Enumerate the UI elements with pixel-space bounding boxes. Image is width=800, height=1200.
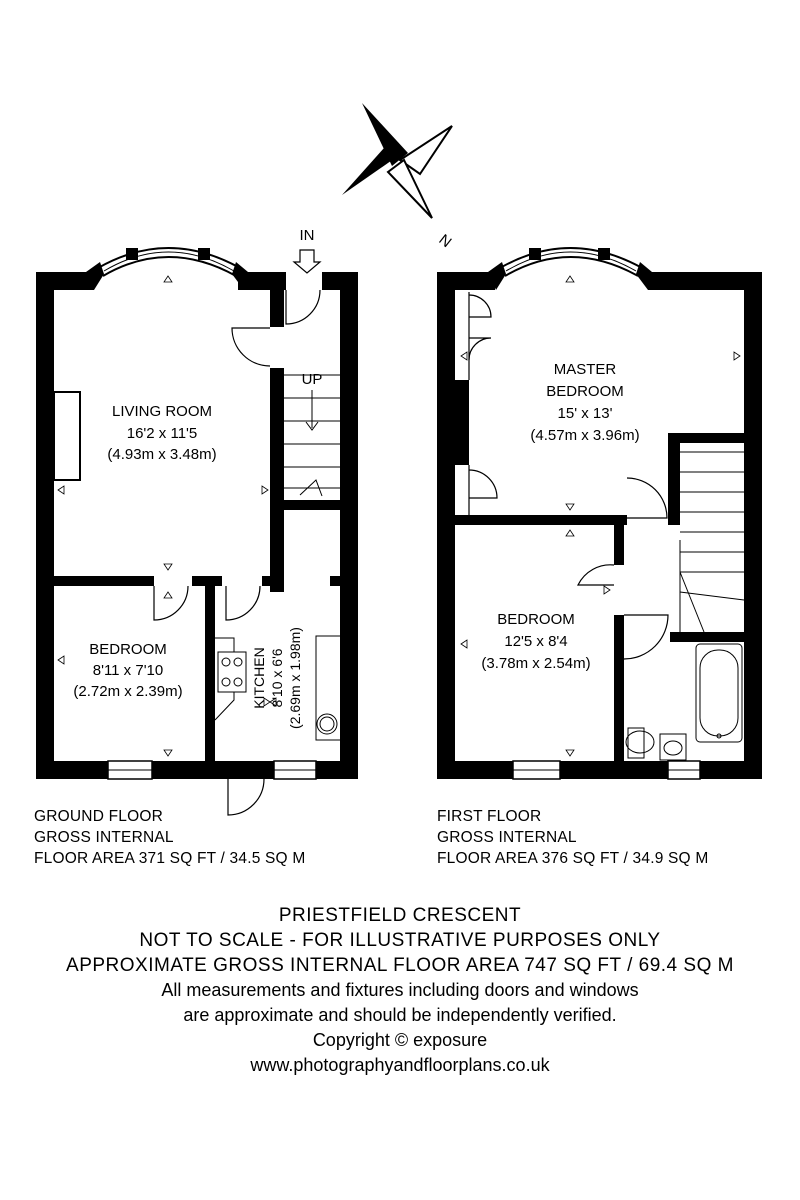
property-title: PRIESTFIELD CRESCENT [278,905,522,926]
stairs-first [679,451,745,633]
label-bedroom-ground-size: 8'11 x 7'10 [93,662,164,679]
wardrobe-doors [468,292,498,515]
plan-footer: PRIESTFIELD CRESCENT NOT TO SCALE - FOR … [0,903,800,1078]
label-master-bedroom-name-1: MASTER [554,361,617,378]
ground-floor-caption-line: GROUND FLOOR [34,808,163,825]
label-living-room-metric: (4.93m x 3.48m) [107,446,216,463]
ground-floor-caption-line: FLOOR AREA 371 SQ FT / 34.5 SQ M [34,850,306,867]
label-kitchen-metric: (2.69m x 1.98m) [287,627,303,729]
ground-floor-caption-line: GROSS INTERNAL [34,829,174,846]
first-floor-caption-line: GROSS INTERNAL [437,829,577,846]
ground-floor-walls [36,262,358,779]
ground-floor-caption: GROUND FLOOR GROSS INTERNAL FLOOR AREA 3… [34,806,305,869]
label-bedroom-ground-metric: (2.72m x 2.39m) [73,683,182,700]
first-floor-plan [437,247,762,780]
ground-floor-plan [36,247,358,816]
measurement-note: All measurements and fixtures including … [161,980,639,1000]
first-floor-walls [437,262,762,779]
label-living-room-name: LIVING ROOM [112,403,212,420]
label-bedroom-ground-name: BEDROOM [89,641,167,658]
website-link[interactable]: www.photographyandfloorplans.co.uk [250,1055,550,1075]
label-master-bedroom-size: 15' x 13' [558,405,613,422]
label-kitchen-size: 8'10 x 6'6 [269,648,285,707]
first-floor-caption-line: FLOOR AREA 376 SQ FT / 34.9 SQ M [437,850,709,867]
stairs-ground [284,374,340,497]
label-bedroom-first-name: BEDROOM [497,611,575,628]
measurement-note: are approximate and should be independen… [183,1005,617,1025]
compass-rose-icon [342,103,453,219]
scale-disclaimer: NOT TO SCALE - FOR ILLUSTRATIVE PURPOSES… [139,930,661,951]
label-entry-in: IN [300,227,315,244]
total-area: APPROXIMATE GROSS INTERNAL FLOOR AREA 74… [66,955,734,976]
marker-triangles-ground [57,275,277,757]
label-bedroom-first-size: 12'5 x 8'4 [504,633,567,650]
label-living-room-size: 16'2 x 11'5 [127,425,198,442]
label-stairs-up: UP [302,371,323,388]
label-kitchen-name: KITCHEN [251,647,267,708]
first-floor-caption-line: FIRST FLOOR [437,808,542,825]
kitchen-fittings [214,635,340,741]
label-bedroom-first-metric: (3.78m x 2.54m) [481,655,590,672]
first-floor-caption: FIRST FLOOR GROSS INTERNAL FLOOR AREA 37… [437,806,708,869]
label-master-bedroom-name-2: BEDROOM [546,383,624,400]
bathroom-fittings [625,643,743,761]
compass-north-label: N [436,231,455,251]
marker-triangles-first [460,275,741,757]
label-master-bedroom-metric: (4.57m x 3.96m) [530,427,639,444]
copyright-text: Copyright © exposure [312,1030,488,1050]
